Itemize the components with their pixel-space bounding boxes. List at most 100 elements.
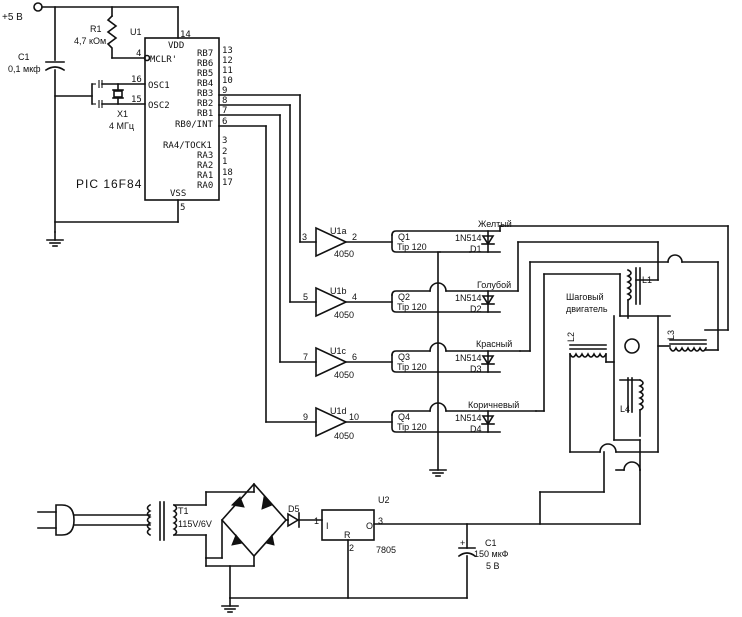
motor-wires bbox=[499, 225, 729, 412]
label-text: 2 bbox=[349, 543, 354, 553]
label-text: 4050 bbox=[334, 431, 354, 441]
buffer-u1b: 5 U1b 4 4050 bbox=[303, 286, 393, 320]
label-text: Q3 bbox=[398, 352, 410, 362]
label-text: 13 bbox=[222, 46, 233, 56]
label-text: L1 bbox=[642, 275, 652, 285]
ground-left bbox=[46, 95, 179, 247]
label-text: 1 bbox=[314, 516, 319, 526]
label-text: O bbox=[366, 521, 373, 531]
coil-l4: L4 bbox=[613, 377, 644, 441]
label-text: 7805 bbox=[376, 545, 396, 555]
diode-d5: D5 bbox=[287, 504, 323, 528]
supply-label: +5 В bbox=[2, 12, 23, 23]
label-text: 5 bbox=[180, 203, 185, 213]
label-text: Q2 bbox=[398, 292, 410, 302]
label-text: 10 bbox=[349, 412, 359, 422]
label-text: RB3 bbox=[197, 89, 213, 99]
label-text: OSC2 bbox=[148, 101, 170, 111]
label-text: 3 bbox=[302, 232, 307, 242]
label-text: 4050 bbox=[334, 249, 354, 259]
label-text: RA2 bbox=[197, 161, 213, 171]
label-text: 1N514 bbox=[455, 353, 482, 363]
label-text: RB4 bbox=[197, 79, 213, 89]
buffer-inputs bbox=[265, 94, 317, 423]
buffer-u1d: 9 U1d 10 4050 bbox=[303, 406, 393, 441]
coil-l1: L1 bbox=[626, 267, 652, 319]
label-text: 4050 bbox=[334, 310, 354, 320]
label-text: 5 В bbox=[486, 561, 500, 571]
driver-ground bbox=[429, 251, 447, 477]
label-text: Q4 bbox=[398, 412, 410, 422]
capacitor-c1-out: + C1 150 мкФ 5 В bbox=[457, 523, 509, 599]
label-text: 4 bbox=[352, 292, 357, 302]
label-text: Q1 bbox=[398, 232, 410, 242]
label-text: D1 bbox=[470, 244, 482, 254]
label-text: RA4/TOCK1 bbox=[163, 141, 212, 151]
motor-supply bbox=[539, 439, 641, 525]
wire-color-2: Голубой bbox=[477, 280, 511, 290]
label-text: L4 bbox=[620, 404, 630, 414]
label-text: Tip 120 bbox=[397, 242, 427, 252]
power-supply: T1 115V/6V D5 bbox=[37, 482, 641, 613]
label-text: 2 bbox=[222, 147, 227, 157]
label-text: D5 bbox=[288, 504, 300, 514]
u1-ref: U1 bbox=[130, 27, 142, 37]
label-text: 9 bbox=[222, 86, 227, 96]
label-text: RB2 bbox=[197, 99, 213, 109]
supply-terminal bbox=[33, 2, 43, 12]
label-text: U1b bbox=[330, 286, 347, 296]
buffer-u1c: 7 U1c 6 4050 bbox=[303, 346, 393, 380]
label-text: 115V/6V bbox=[178, 519, 212, 529]
stepper-motor: Шаговый двигатель L1 L2 L3 bbox=[566, 267, 708, 453]
label-text: 16 bbox=[131, 75, 142, 85]
x1-ref: X1 bbox=[117, 109, 128, 119]
label-text: RB6 bbox=[197, 59, 213, 69]
label-text: VDD bbox=[168, 41, 184, 51]
pic-16f84: VDD 14 MCLR' 4 OSC1 16 OSC2 15 VSS 5 PIC… bbox=[76, 30, 301, 213]
label-text: RA0 bbox=[197, 181, 213, 191]
mains-plug bbox=[37, 504, 151, 536]
ground-bottom bbox=[205, 557, 468, 613]
rotor bbox=[624, 338, 640, 354]
driver-q3: Q3 Tip 120 1N514 D3 Красный bbox=[391, 339, 521, 374]
label-text: 11 bbox=[222, 66, 233, 76]
label-text: 2 bbox=[352, 232, 357, 242]
buffer-u1a: 3 U1a 2 4050 bbox=[302, 226, 393, 259]
label-text: 150 мкФ bbox=[474, 549, 509, 559]
c1-top-ref: C1 bbox=[18, 52, 30, 62]
label-text: MCLR' bbox=[150, 55, 177, 65]
capacitor-c1-top: C1 0,1 мкф bbox=[8, 52, 66, 233]
label-text: U1c bbox=[330, 346, 347, 356]
coil-l2: L2 bbox=[566, 315, 615, 453]
driver-q4: Q4 Tip 120 1N514 D4 Коричневый bbox=[391, 400, 537, 434]
r1-value: 4,7 кОм bbox=[74, 36, 106, 46]
label-text: T1 bbox=[178, 506, 189, 516]
label-text: 14 bbox=[180, 30, 191, 40]
r1-ref: R1 bbox=[90, 24, 102, 34]
crystal-x1: X1 4 МГц bbox=[91, 80, 146, 131]
label-text: U1a bbox=[330, 226, 347, 236]
label-text: 5 bbox=[303, 292, 308, 302]
label-text: C1 bbox=[485, 538, 497, 548]
label-text: L3 bbox=[666, 330, 676, 340]
x1-value: 4 МГц bbox=[109, 121, 134, 131]
label-text: 1N514 bbox=[455, 233, 482, 243]
transformer-t1: T1 115V/6V bbox=[146, 491, 212, 559]
label-text: 7 bbox=[222, 106, 227, 116]
label-text: 7 bbox=[303, 352, 308, 362]
coil-l3: L3 bbox=[657, 315, 708, 453]
label-text: VSS bbox=[170, 189, 186, 199]
label-text: RB1 bbox=[197, 109, 213, 119]
label-text: 3 bbox=[378, 516, 383, 526]
driver-q2: Q2 Tip 120 1N514 D2 Голубой bbox=[391, 280, 519, 314]
label-text: RA1 bbox=[197, 171, 213, 181]
label-text: 10 bbox=[222, 76, 233, 86]
label-text: U1d bbox=[330, 406, 347, 416]
label-text: 1N514 bbox=[455, 293, 482, 303]
label-text: 3 bbox=[222, 136, 227, 146]
label-text: RB5 bbox=[197, 69, 213, 79]
label-text: Tip 120 bbox=[397, 362, 427, 372]
supply-rail: +5 В bbox=[2, 2, 179, 61]
